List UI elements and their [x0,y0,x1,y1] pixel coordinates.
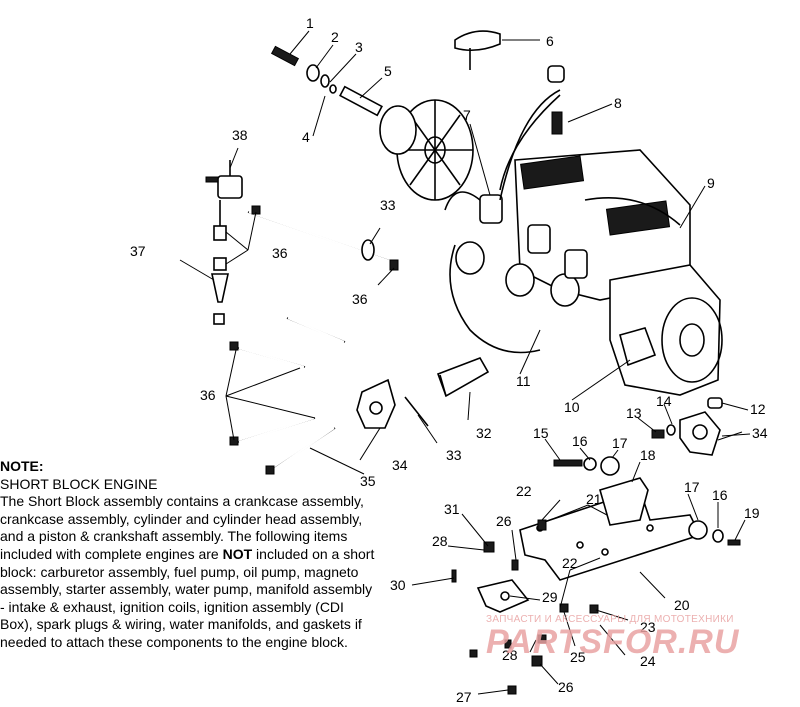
callout-27: 27 [456,689,472,705]
callout-32: 32 [476,425,492,441]
callout-26-a: 26 [496,513,512,529]
leader-lines [179,30,751,695]
fuel-cap-6 [454,30,501,70]
callout-4: 4 [302,129,310,145]
fuel-pump-38 [205,160,243,199]
watermark-tagline: ЗАПЧАСТИ И АКСЕССУАРЫ ДЛЯ МОТОТЕХНИКИ [486,614,734,625]
callout-34-left: 34 [392,457,408,473]
callout-2: 2 [331,29,339,45]
callout-23: 23 [640,619,656,635]
callout-34-right: 34 [752,425,768,441]
callout-5: 5 [384,63,392,79]
callout-30: 30 [390,577,406,593]
callout-17-b: 17 [684,479,700,495]
right-small-parts [553,397,723,476]
watermark: ЗАПЧАСТИ И АКСЕССУАРЫ ДЛЯ МОТОТЕХНИКИ PA… [486,614,786,662]
grommet-33-upper [361,239,375,261]
callout-33-upper: 33 [380,197,396,213]
callout-11: 11 [516,373,531,389]
callout-24: 24 [640,653,656,669]
washer-3 [320,74,337,94]
spark-plug-8 [547,65,565,135]
callout-1: 1 [306,15,314,31]
wire-33-lower [404,396,429,427]
callout-28-a: 28 [432,533,448,549]
callout-18: 18 [640,447,656,463]
callout-36-a: 36 [272,245,288,261]
bracket-29 [451,519,599,695]
hoses-36 [229,205,399,475]
note-paragraph-2: included on a short block: carburetor as… [0,545,375,650]
callout-16-a: 16 [572,433,588,449]
mount-bracket-20-21 [519,477,741,581]
callout-31: 31 [444,501,460,517]
recoil-starter [379,99,474,201]
callout-28-b: 28 [502,647,518,663]
callout-7: 7 [463,107,471,123]
callout-17-a: 17 [612,435,628,451]
callout-25: 25 [570,649,586,665]
callout-26-b: 26 [558,679,574,695]
callout-14: 14 [656,393,672,409]
callout-10: 10 [564,399,580,415]
callout-6: 6 [546,33,554,49]
note-heading: SHORT BLOCK ENGINE [0,475,158,492]
callout-numbers: 1 2 3 4 5 6 7 8 9 10 11 12 13 14 34 15 1… [130,15,768,705]
callout-16-b: 16 [712,487,728,503]
shaft-5 [339,85,383,117]
washer-2 [306,64,320,82]
callout-15: 15 [533,425,549,441]
callout-19: 19 [744,505,760,521]
callout-12: 12 [750,401,766,417]
callout-9: 9 [707,175,715,191]
callout-36-c: 36 [200,387,216,403]
note-title: NOTE: [0,458,44,474]
note-body: The Short Block assembly contains a cran… [0,493,380,651]
fuel-filter-37 [211,200,229,325]
callout-13: 13 [626,405,642,421]
engine-block [444,89,723,396]
note-not-word: NOT [222,545,253,562]
callout-8: 8 [614,95,622,111]
bolt-1 [270,45,300,67]
callout-21: 21 [586,491,602,507]
callout-36-b: 36 [352,291,368,307]
cdi-box-32 [436,357,490,398]
callout-22-b: 22 [562,555,578,571]
callout-29: 29 [542,589,558,605]
callout-22-a: 22 [516,483,532,499]
callout-20: 20 [674,597,690,613]
callout-33-lower: 33 [446,447,462,463]
callout-35: 35 [360,473,376,489]
callout-38: 38 [232,127,248,143]
part-drawings [205,30,741,695]
note-paragraph-1: The Short Block assembly contains a cran… [0,493,364,562]
callout-37: 37 [130,243,146,259]
watermark-brand: PARTSFOR.RU [486,623,740,661]
callout-3: 3 [355,39,363,55]
short-block-note: NOTE: SHORT BLOCK ENGINE The Short Block… [0,458,380,652]
oil-pump-34-left [356,378,396,429]
